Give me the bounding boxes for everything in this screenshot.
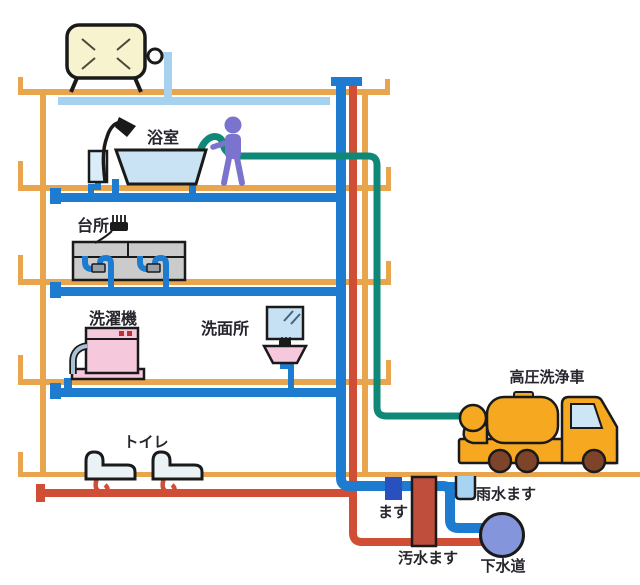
- kitchen-label: 台所: [77, 216, 109, 235]
- kitchen-faucet-icon: [94, 215, 128, 244]
- floor4-left-lip: [18, 355, 23, 385]
- person-head: [224, 116, 242, 134]
- laundry-drain-cap: [50, 383, 61, 399]
- left-wall: [40, 89, 46, 477]
- floor4-slab: [18, 379, 391, 385]
- toilet-1: [84, 450, 137, 481]
- rooftop-tank: [65, 23, 164, 93]
- masu-label: ます: [378, 504, 408, 521]
- basin-faucet-icon: [279, 337, 291, 346]
- red-soil-stack: [349, 86, 484, 546]
- person-cleaning: [210, 116, 245, 186]
- laundry-drain-pipe: [58, 388, 346, 397]
- rain-masu-stub: [447, 482, 457, 490]
- tub-drain-right: [189, 179, 196, 195]
- floor2-left-lip: [18, 161, 23, 191]
- building-structure: [18, 77, 640, 477]
- tank-leg-left: [69, 77, 79, 93]
- floor2-right-lip: [386, 167, 391, 191]
- bathroom: 浴室: [87, 116, 245, 196]
- blue-waste-stack: [336, 85, 386, 491]
- truck-windshield: [570, 403, 604, 429]
- washer-button-2: [127, 331, 132, 336]
- floor3-left-lip: [18, 255, 23, 285]
- pressure-hose: [192, 133, 466, 420]
- hose-reel: [458, 403, 488, 433]
- sewage-masu-basin: [410, 475, 438, 548]
- ground-line: [18, 472, 640, 477]
- soil-stack-red: [36, 86, 484, 546]
- toilet-label: トイレ: [123, 434, 168, 451]
- shower-head-icon: [115, 117, 136, 137]
- floor3-right-lip: [386, 261, 391, 285]
- bathtub: [113, 148, 209, 186]
- toilet2-trap: [160, 477, 177, 495]
- sewer-label: 下水道: [480, 557, 525, 575]
- truck-wheel-3: [581, 448, 607, 474]
- right-wall: [362, 89, 368, 477]
- tank-leg-right: [133, 77, 143, 93]
- mirror: [265, 305, 305, 341]
- person-torso: [225, 134, 241, 159]
- kitchen: 台所: [71, 215, 187, 292]
- floor3-slab: [18, 279, 391, 285]
- floor2-slab: [18, 185, 391, 191]
- bathroom-label: 浴室: [147, 128, 179, 147]
- pressure-truck: 高圧洗浄車: [457, 368, 619, 474]
- tub-drain-left: [112, 179, 119, 195]
- washroom-label: 洗面所: [201, 319, 249, 338]
- floor4-right-lip: [386, 360, 391, 385]
- sewage-to-sewer-pipe: [436, 481, 486, 533]
- washer-hose: [71, 344, 88, 374]
- washer-button-1: [119, 331, 124, 336]
- tank-level-marks: [81, 38, 131, 70]
- washbasin: [261, 344, 309, 365]
- rain-masu-basin: [454, 476, 477, 501]
- bath-drain-pipe: [58, 193, 346, 202]
- washer-drain-connector: [64, 378, 72, 393]
- supply-riser: [164, 52, 172, 103]
- truck-wheel-1: [487, 448, 513, 474]
- masu-basin: [385, 477, 402, 500]
- person-legs: [221, 155, 245, 186]
- roof-right-lip: [385, 79, 390, 95]
- roof-slab: [18, 89, 390, 95]
- sink-trap-right: [137, 254, 169, 292]
- sink-trap-left: [82, 254, 114, 292]
- water-supply-pipe: [58, 52, 330, 105]
- toilet-drain-cap: [36, 484, 45, 502]
- rain-masu-label: 雨水ます: [476, 485, 536, 503]
- sewer-main: [479, 512, 525, 558]
- ground-left-lip: [18, 452, 23, 477]
- laundry-floor: 洗濯機 洗面所: [64, 305, 309, 393]
- heater-drain-connector: [88, 181, 101, 196]
- kitchen-drain-cap: [50, 282, 61, 298]
- roof-left-lip: [18, 77, 23, 95]
- kitchen-drain-pipe: [58, 287, 346, 296]
- truck-tank: [485, 395, 560, 445]
- toilet1-trap: [93, 477, 110, 495]
- mirror-shine: [283, 310, 301, 325]
- toilet-2: [151, 450, 204, 481]
- drain-branches: [50, 188, 346, 399]
- trap-clamp-left: [91, 263, 106, 273]
- masu-to-sewage-connector: [401, 481, 413, 491]
- person-arm: [210, 139, 231, 150]
- waste-stack-blue: [331, 77, 486, 533]
- supply-main: [58, 97, 330, 105]
- ball-valve-icon: [146, 47, 164, 65]
- bath-drain-cap: [50, 188, 61, 204]
- pressure-truck-label: 高圧洗浄車: [509, 368, 584, 386]
- trap-clamp-right: [146, 263, 161, 273]
- sewage-masu-label: 汚水ます: [398, 549, 458, 567]
- underground: ます 雨水ます 汚水ます 下水道: [378, 475, 536, 575]
- truck-wheel-2: [514, 448, 540, 474]
- stack-vent-cap: [331, 77, 362, 86]
- toilet-floor: トイレ: [84, 434, 204, 481]
- washing-machine-label: 洗濯機: [89, 309, 137, 328]
- tank-body: [65, 23, 147, 80]
